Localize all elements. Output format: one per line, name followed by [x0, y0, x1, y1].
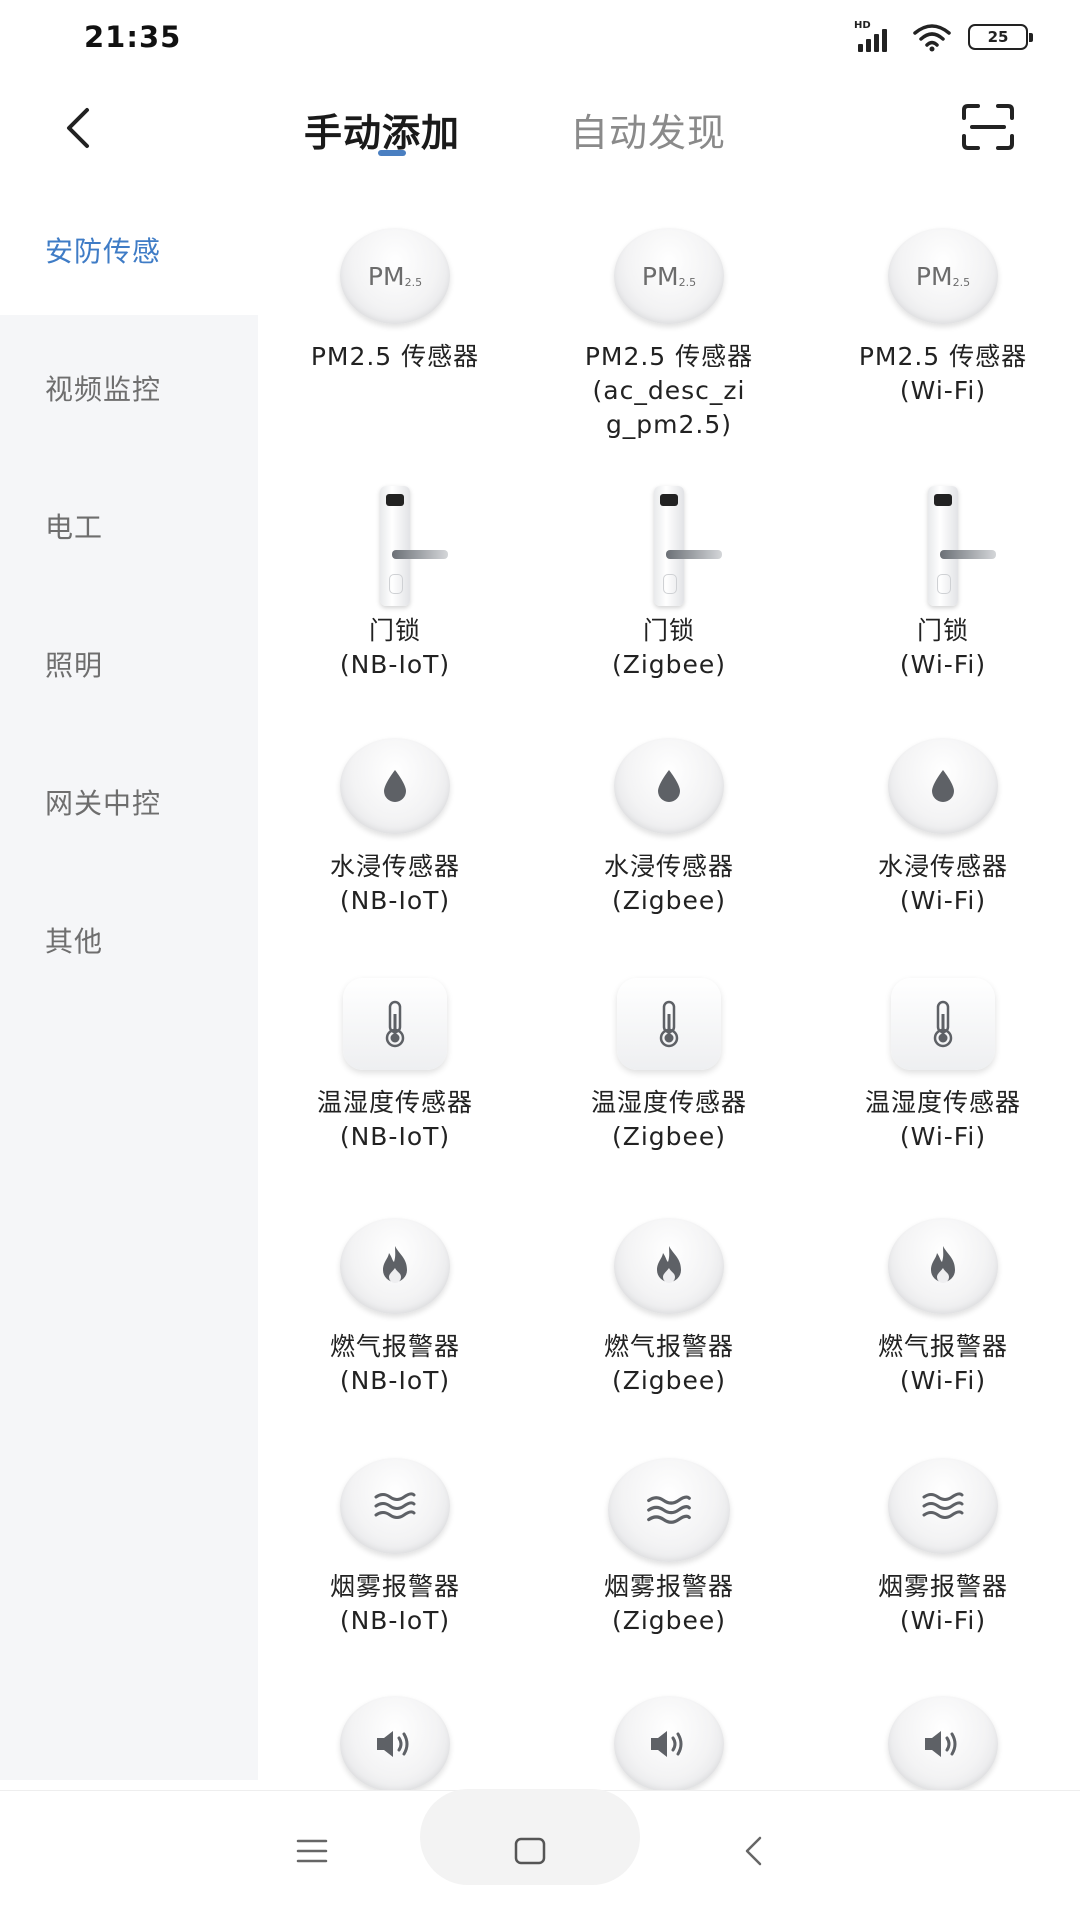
device-label: 温湿度传感器(NB-IoT): [316, 1088, 473, 1151]
smoke-waves-icon: [340, 1458, 450, 1554]
tab-auto-discover[interactable]: 自动发现: [570, 111, 727, 155]
device-card[interactable]: 水浸传感器(NB-IoT): [258, 738, 532, 918]
network-type-label: HD: [854, 20, 871, 31]
device-card[interactable]: 温湿度传感器(NB-IoT): [258, 978, 532, 1154]
back-nav-button[interactable]: [724, 1821, 784, 1881]
device-card[interactable]: [806, 1696, 1080, 1792]
device-label: 烟雾报警器(Zigbee): [603, 1572, 734, 1635]
device-label: 门锁(Zigbee): [611, 616, 727, 679]
pm25-icon: PM2.5: [888, 228, 998, 324]
flame-icon: [340, 1218, 450, 1314]
home-square-icon: [514, 1837, 546, 1865]
door-lock-icon: [888, 486, 998, 610]
device-label: 燃气报警器(NB-IoT): [329, 1332, 460, 1395]
device-card[interactable]: 温湿度传感器(Wi-Fi): [806, 978, 1080, 1154]
door-lock-icon: [340, 486, 450, 610]
battery-icon: 25: [968, 24, 1033, 50]
pm25-icon: PM2.5: [340, 228, 450, 324]
device-card[interactable]: 门锁(Wi-Fi): [806, 486, 1080, 682]
device-card[interactable]: 燃气报警器(Wi-Fi): [806, 1218, 1080, 1398]
device-label: 门锁(Wi-Fi): [899, 616, 987, 679]
sidebar-background: [0, 315, 258, 1780]
device-label: 水浸传感器(Wi-Fi): [877, 852, 1008, 915]
thermometer-icon: [891, 978, 995, 1070]
device-card[interactable]: 水浸传感器(Zigbee): [532, 738, 806, 918]
category-sidebar: 安防传感 视频监控 电工 照明 网关中控 其他: [0, 190, 258, 1780]
device-label: 温湿度传感器(Zigbee): [590, 1088, 747, 1151]
device-label: 烟雾报警器(Wi-Fi): [877, 1572, 1008, 1635]
flame-icon: [888, 1218, 998, 1314]
status-bar: 21:35 HD 25: [0, 0, 1080, 80]
scan-button[interactable]: [960, 102, 1016, 152]
sidebar-item-security-sensors[interactable]: 安防传感: [45, 235, 162, 268]
sidebar-item-gateway-control[interactable]: 网关中控: [45, 787, 162, 820]
device-label: 温湿度传感器(Wi-Fi): [864, 1088, 1021, 1151]
sidebar-item-other[interactable]: 其他: [45, 925, 104, 958]
scan-icon: [962, 104, 1014, 150]
status-icons: HD 25: [854, 20, 1033, 52]
smoke-waves-icon: [888, 1458, 998, 1554]
active-tab-indicator: [378, 150, 406, 156]
device-label: 烟雾报警器(NB-IoT): [329, 1572, 460, 1635]
device-label: 水浸传感器(NB-IoT): [329, 852, 460, 915]
device-card[interactable]: 燃气报警器(NB-IoT): [258, 1218, 532, 1398]
device-card[interactable]: 烟雾报警器(Zigbee): [532, 1458, 806, 1638]
device-card[interactable]: PM2.5 PM2.5 传感器(Wi-Fi): [806, 228, 1080, 408]
back-button[interactable]: [48, 98, 108, 158]
water-drop-icon: [888, 738, 998, 834]
system-nav-bar: [0, 1789, 1080, 1921]
door-lock-icon: [614, 486, 724, 610]
tab-manual-add[interactable]: 手动添加: [304, 111, 461, 155]
battery-level: 25: [987, 28, 1009, 46]
thermometer-icon: [617, 978, 721, 1070]
back-triangle-icon: [745, 1836, 762, 1866]
chevron-left-icon: [67, 108, 89, 148]
device-card[interactable]: 水浸传感器(Wi-Fi): [806, 738, 1080, 918]
sidebar-item-lighting[interactable]: 照明: [45, 649, 104, 682]
home-button[interactable]: [500, 1821, 560, 1881]
device-label: 燃气报警器(Zigbee): [603, 1332, 734, 1395]
menu-button[interactable]: [282, 1821, 342, 1881]
device-label: 燃气报警器(Wi-Fi): [877, 1332, 1008, 1395]
menu-icon: [296, 1839, 328, 1863]
device-card[interactable]: 燃气报警器(Zigbee): [532, 1218, 806, 1398]
device-card[interactable]: 温湿度传感器(Zigbee): [532, 978, 806, 1154]
device-card[interactable]: 烟雾报警器(NB-IoT): [258, 1458, 532, 1638]
thermometer-icon: [343, 978, 447, 1070]
speaker-icon: [340, 1696, 450, 1792]
wifi-icon: [913, 24, 951, 52]
device-card[interactable]: 门锁(Zigbee): [532, 486, 806, 682]
sidebar-item-electrical[interactable]: 电工: [45, 511, 104, 544]
device-label: 水浸传感器(Zigbee): [603, 852, 734, 915]
water-drop-icon: [614, 738, 724, 834]
water-drop-icon: [340, 738, 450, 834]
device-label: PM2.5 传感器: [310, 342, 480, 371]
status-time: 21:35: [84, 20, 182, 54]
device-label: 门锁(NB-IoT): [339, 616, 451, 679]
home-pill-background: [420, 1789, 640, 1885]
device-card[interactable]: [258, 1696, 532, 1792]
sidebar-item-video-surveillance[interactable]: 视频监控: [45, 373, 162, 406]
device-card[interactable]: PM2.5 PM2.5 传感器: [258, 228, 532, 374]
flame-icon: [614, 1218, 724, 1314]
pm25-icon: PM2.5: [614, 228, 724, 324]
device-card[interactable]: 门锁(NB-IoT): [258, 486, 532, 682]
smoke-waves-icon: [608, 1458, 730, 1562]
device-card[interactable]: 烟雾报警器(Wi-Fi): [806, 1458, 1080, 1638]
speaker-icon: [888, 1696, 998, 1792]
device-label: PM2.5 传感器(Wi-Fi): [858, 342, 1028, 405]
cellular-signal-icon: HD: [854, 20, 896, 52]
device-card[interactable]: [532, 1696, 806, 1792]
speaker-icon: [614, 1696, 724, 1792]
